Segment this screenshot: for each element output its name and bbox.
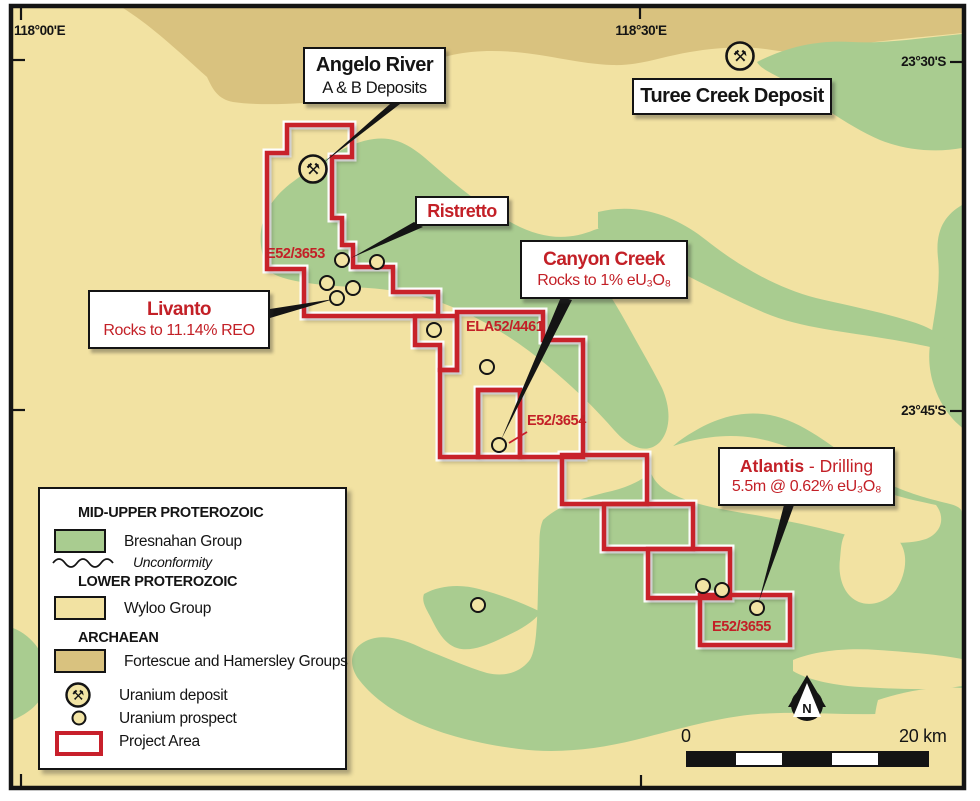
- callout-canyon-creek: Canyon Creek Rocks to 1% eU₃O₈: [520, 240, 688, 299]
- uranium-prospect-marker: [426, 322, 442, 338]
- callout-angelo-river: Angelo River A & B Deposits: [303, 47, 446, 104]
- legend-item-wyloo: Wyloo Group: [124, 600, 212, 617]
- atlantis-pointer: [759, 505, 794, 601]
- bresnahan-swatch: [54, 529, 106, 553]
- lat-label-23-30: 23°30'S: [901, 54, 946, 69]
- callout-ristretto-title: Ristretto: [427, 200, 497, 221]
- callout-turee-creek: Turee Creek Deposit: [632, 78, 832, 115]
- uranium-prospect-marker: [470, 597, 486, 613]
- project-area-swatch: [55, 731, 103, 756]
- graticule-ticks: [13, 8, 962, 786]
- ristretto-pointer: [351, 222, 423, 258]
- north-arrow: N: [788, 675, 826, 721]
- scale-bar: [686, 751, 929, 767]
- uranium-prospect-marker: [345, 280, 361, 296]
- callout-canyon-subtitle: Rocks to 1% eU₃O₈: [537, 272, 671, 290]
- callout-livanto-subtitle: Rocks to 11.14% REO: [103, 322, 255, 340]
- uranium-prospect-marker: [479, 359, 495, 375]
- lon-label-118-00: 118°00'E: [14, 23, 66, 38]
- legend-item-unconformity: Unconformity: [133, 554, 212, 570]
- uranium-prospect-marker: [491, 437, 507, 453]
- callout-livanto: Livanto Rocks to 11.14% REO: [88, 290, 270, 349]
- legend-item-uranium-prospect: Uranium prospect: [119, 710, 237, 727]
- tenement-label-ela52-4461: ELA52/4461: [466, 319, 544, 335]
- callout-canyon-title: Canyon Creek: [543, 248, 665, 270]
- uranium-deposit-marker: ⚒: [725, 41, 755, 71]
- fortescue-swatch: [54, 649, 106, 673]
- legend-header-mid-upper-proterozoic: MID-UPPER PROTEROZOIC: [78, 505, 264, 521]
- legend-header-lower-proterozoic: LOWER PROTEROZOIC: [78, 574, 238, 590]
- legend: MID-UPPER PROTEROZOIC Bresnahan Group Un…: [38, 487, 348, 770]
- callout-angelo-title: Angelo River: [315, 53, 434, 76]
- uranium-prospect-marker: [319, 275, 335, 291]
- callout-turee-title: Turee Creek Deposit: [640, 85, 824, 107]
- tenement-label-e52-3653: E52/3653: [266, 246, 325, 262]
- callout-atlantis-title: Atlantis - Drilling: [720, 456, 893, 478]
- e52-3654-leader: [508, 431, 528, 444]
- svg-text:N: N: [802, 701, 811, 716]
- uranium-prospect-marker: [329, 290, 345, 306]
- scale-zero-label: 0: [681, 726, 691, 746]
- canyon-pointer: [501, 297, 572, 440]
- callout-atlantis-subtitle: 5.5m @ 0.62% eU₃O₈: [731, 478, 882, 496]
- hammer-pick-icon: ⚒: [72, 687, 85, 703]
- unconformity-wavy-line: [52, 558, 114, 568]
- callout-livanto-title: Livanto: [146, 298, 212, 320]
- map-frame: [8, 3, 967, 791]
- callout-atlantis-title-bold: Atlantis: [739, 455, 805, 476]
- uranium-prospect-marker: [369, 254, 385, 270]
- uranium-deposit-legend-icon: ⚒: [65, 682, 91, 708]
- lat-label-23-45: 23°45'S: [901, 403, 946, 418]
- hammer-pick-icon: ⚒: [306, 162, 320, 179]
- legend-item-project-area: Project Area: [119, 733, 200, 750]
- callout-angelo-subtitle: A & B Deposits: [322, 78, 427, 97]
- uranium-prospect-marker: [749, 600, 765, 616]
- callout-atlantis-title-rest: - Drilling: [804, 455, 874, 476]
- uranium-prospect-marker: [695, 578, 711, 594]
- uranium-deposits-layer: ⚒⚒: [298, 41, 755, 184]
- livanto-pointer: [270, 299, 334, 318]
- uranium-prospects-layer: [319, 252, 765, 616]
- lon-label-118-30: 118°30'E: [615, 23, 667, 38]
- legend-item-uranium-deposit: Uranium deposit: [119, 687, 228, 704]
- uranium-prospect-marker: [334, 252, 350, 268]
- uranium-prospect-legend-icon: [71, 710, 87, 726]
- tenement-label-e52-3654: E52/3654: [527, 413, 586, 429]
- uranium-deposit-marker: ⚒: [298, 154, 328, 184]
- scale-max-label: 20 km: [899, 726, 947, 746]
- callout-ristretto: Ristretto: [415, 196, 509, 226]
- legend-item-bresnahan: Bresnahan Group: [124, 533, 242, 550]
- uranium-prospect-marker: [714, 582, 730, 598]
- callout-pointers: [270, 104, 794, 601]
- legend-header-archaean: ARCHAEAN: [78, 630, 159, 646]
- tenement-label-e52-3655: E52/3655: [712, 619, 771, 635]
- wyloo-swatch: [54, 596, 106, 620]
- angelo-pointer: [322, 104, 400, 164]
- legend-item-fortescue: Fortescue and Hamersley Groups: [124, 653, 348, 670]
- callout-atlantis: Atlantis - Drilling 5.5m @ 0.62% eU₃O₈: [718, 447, 895, 506]
- hammer-pick-icon: ⚒: [733, 49, 747, 66]
